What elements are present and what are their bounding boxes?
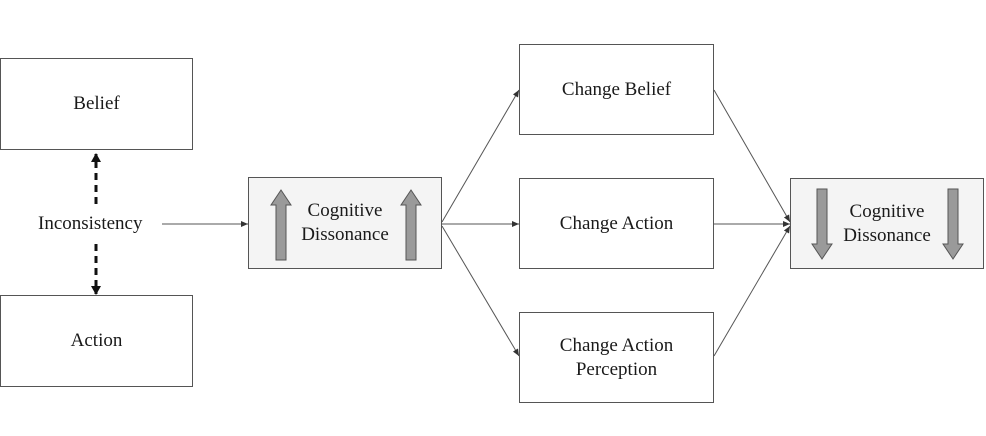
arrow-to-change-perception	[441, 225, 520, 357]
arrow-from-change-belief	[713, 89, 791, 223]
change-action-label: Change Action	[559, 212, 674, 234]
cognitive-dissonance-high-label: Cognitive Dissonance	[301, 200, 389, 245]
arrow-to-change-belief	[441, 89, 520, 223]
change-action-box: Change Action	[519, 178, 714, 269]
up-arrow-icon	[400, 189, 422, 261]
change-belief-label: Change Belief	[561, 78, 672, 100]
arrow-from-change-perception	[713, 225, 791, 357]
inconsistency-label: Inconsistency	[38, 213, 143, 234]
down-arrow-icon	[811, 188, 833, 260]
belief-box: Belief	[0, 58, 193, 150]
change-action-perception-label: Change Action Perception	[559, 334, 674, 380]
belief-label: Belief	[73, 93, 120, 114]
change-action-perception-box: Change Action Perception	[519, 312, 714, 403]
down-arrow-icon	[942, 188, 964, 260]
change-belief-box: Change Belief	[519, 44, 714, 135]
up-arrow-icon	[270, 189, 292, 261]
cognitive-dissonance-low-label: Cognitive Dissonance	[843, 200, 931, 246]
action-label: Action	[70, 330, 123, 351]
action-box: Action	[0, 295, 193, 387]
